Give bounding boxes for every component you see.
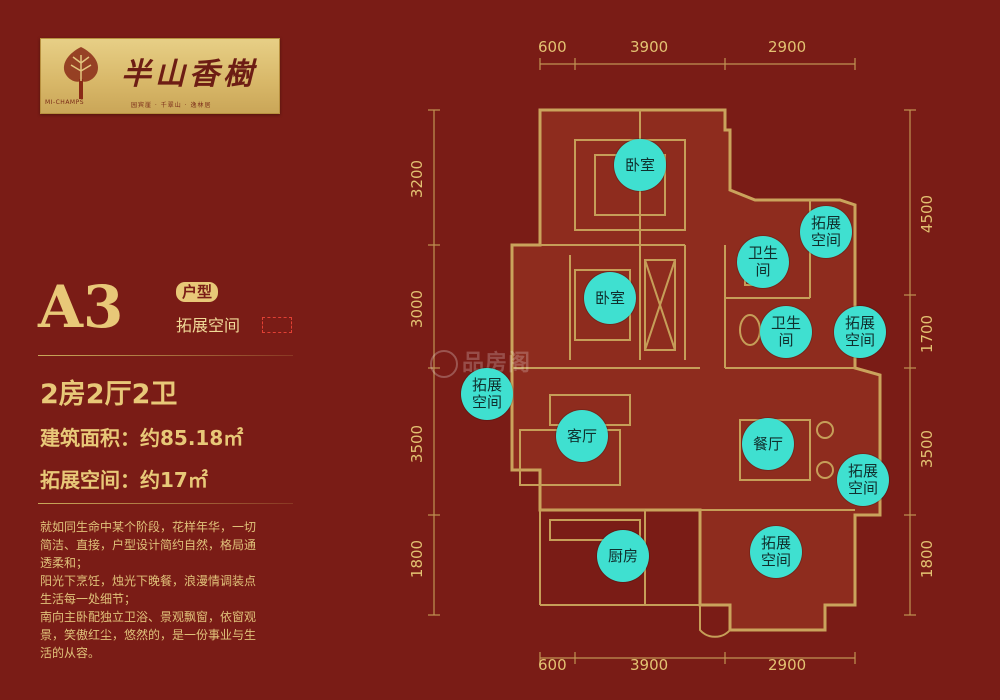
- tree-logo-icon: [63, 47, 99, 99]
- description-line: 简洁、直接，户型设计简约自然，格局通: [40, 538, 257, 552]
- extension-legend-label: 拓展空间: [176, 316, 241, 335]
- unit-type-badge: 户型: [176, 282, 219, 302]
- room-extension-4: 拓展空间: [837, 454, 889, 506]
- description-line: 就如同生命中某个阶段，花样年华，一切: [40, 520, 257, 534]
- unit-layout: 2房2厅2卫: [40, 379, 178, 410]
- room-bathroom-1: 卫生间: [737, 236, 789, 288]
- extension-area: 拓展空间：约17㎡: [40, 468, 208, 492]
- dim-bottom-1: 600: [538, 656, 567, 674]
- room-extension-5: 拓展空间: [750, 526, 802, 578]
- dim-bottom-2: 3900: [630, 656, 669, 674]
- brand-logo: 半山香樹 MI-CHAMPS 园宾崖 · 千翠山 · 逸林居: [40, 38, 280, 114]
- description-line: 景，笑傲红尘，悠然的，是一份事业与生: [40, 628, 257, 642]
- room-bathroom-2: 卫生间: [760, 306, 812, 358]
- brand-slogan: 园宾崖 · 千翠山 · 逸林居: [131, 102, 212, 109]
- divider: [38, 503, 293, 504]
- dim-left-3: 3500: [408, 424, 427, 464]
- room-second-bedroom: 卧室: [584, 272, 636, 324]
- dim-right-4: 1800: [918, 539, 937, 579]
- dim-left-4: 1800: [408, 539, 427, 579]
- house-logo-icon: [430, 350, 458, 378]
- dim-top-1: 600: [538, 38, 567, 56]
- dim-right-1: 4500: [918, 194, 937, 234]
- divider: [38, 355, 293, 356]
- description-line: 生活每一处细节；: [40, 592, 137, 606]
- dim-right-3: 3500: [918, 429, 937, 469]
- brand-english: MI-CHAMPS: [45, 99, 85, 106]
- description-line: 活的从容。: [40, 646, 101, 660]
- dim-left-2: 3000: [408, 289, 427, 329]
- room-extension-3: 拓展空间: [461, 368, 513, 420]
- room-extension-1: 拓展空间: [800, 206, 852, 258]
- dim-left-1: 3200: [408, 159, 427, 199]
- unit-description: 就如同生命中某个阶段，花样年华，一切 简洁、直接，户型设计简约自然，格局通 透柔…: [40, 518, 300, 662]
- extension-legend-swatch: [262, 317, 292, 333]
- dim-top-3: 2900: [768, 38, 807, 56]
- build-area: 建筑面积：约85.18㎡: [40, 426, 244, 450]
- room-master-bedroom: 卧室: [614, 139, 666, 191]
- brand-name: 半山香樹: [121, 57, 257, 92]
- room-dining: 餐厅: [742, 418, 794, 470]
- description-line: 透柔和；: [40, 556, 89, 570]
- dim-bottom-3: 2900: [768, 656, 807, 674]
- room-kitchen: 厨房: [597, 530, 649, 582]
- room-living: 客厅: [556, 410, 608, 462]
- floor-plan: [428, 58, 916, 664]
- description-line: 阳光下烹饪，烛光下晚餐，浪漫情调装点: [40, 574, 257, 588]
- dim-top-2: 3900: [630, 38, 669, 56]
- room-extension-2: 拓展空间: [834, 306, 886, 358]
- dim-right-2: 1700: [918, 314, 937, 354]
- unit-code: A3: [38, 273, 124, 341]
- description-line: 南向主卧配独立卫浴、景观飘窗，依窗观: [40, 610, 257, 624]
